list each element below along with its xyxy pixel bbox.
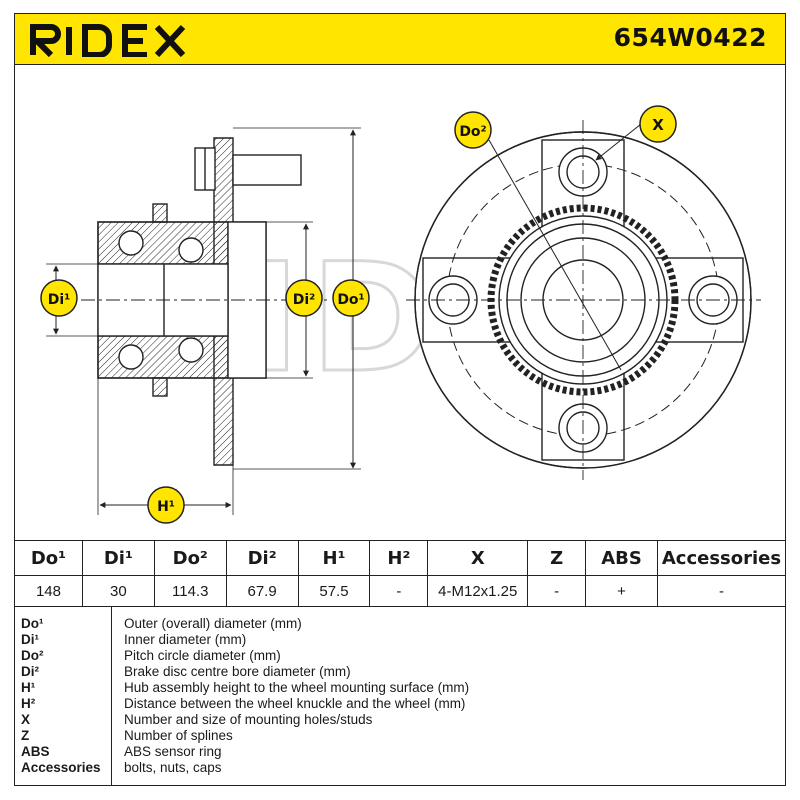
col-h2: H² [369, 540, 429, 576]
x-badge [639, 105, 677, 143]
legend-desc: Brake disc centre bore diameter (mm) [124, 664, 351, 679]
legend-box: Do¹ Outer (overall) diameter (mm) Di¹ Inne… [14, 606, 786, 786]
legend-desc: ABS sensor ring [124, 744, 222, 759]
val-h2: - [369, 575, 429, 607]
technical-drawing: RIDEX [14, 65, 786, 540]
legend-key: Do¹ [21, 616, 44, 631]
legend-row: ABS ABS sensor ring [15, 744, 785, 760]
di1-badge [40, 279, 78, 317]
val-z: - [527, 575, 587, 607]
legend-desc: Hub assembly height to the wheel mountin… [124, 680, 470, 695]
legend-key: ABS [21, 744, 50, 759]
legend-key: Z [21, 728, 30, 743]
val-x: 4-M12x1.25 [427, 575, 529, 607]
col-di2: Di² [225, 540, 299, 576]
x-label: X [652, 116, 664, 134]
col-x: X [427, 540, 529, 576]
legend-key: Di¹ [21, 632, 39, 647]
legend-key: Di² [21, 664, 39, 679]
legend-desc: Inner diameter (mm) [124, 632, 247, 647]
legend-row: H² Distance between the wheel knuckle and… [15, 696, 785, 712]
do1-label: Do¹ [337, 292, 364, 308]
legend-row: Accessories bolts, nuts, caps [15, 760, 785, 776]
di1-label: Di¹ [48, 292, 71, 308]
val-do1: 148 [14, 575, 83, 607]
col-z: Z [527, 540, 587, 576]
legend-desc: bolts, nuts, caps [124, 760, 222, 775]
val-do2: 114.3 [153, 575, 227, 607]
legend-key: Do² [21, 648, 44, 663]
col-do2: Do² [153, 540, 227, 576]
legend-row: Z Number of splines [15, 728, 785, 744]
legend-divider [111, 607, 112, 785]
val-di1: 30 [81, 575, 155, 607]
col-accessories: Accessories [656, 540, 787, 576]
h1-badge [147, 486, 185, 524]
legend-key: H² [21, 696, 36, 711]
legend-desc: Number of splines [124, 728, 233, 743]
legend-desc: Distance between the wheel knuckle and t… [124, 696, 466, 711]
legend-desc: Pitch circle diameter (mm) [124, 648, 281, 663]
do2-badge [454, 111, 492, 149]
val-abs: + [585, 575, 658, 607]
legend-row: X Number and size of mounting holes/studs [15, 712, 785, 728]
header-bar: 654W0422 [14, 13, 786, 65]
legend-key: X [21, 712, 31, 727]
col-di1: Di¹ [81, 540, 155, 576]
legend-row: H¹ Hub assembly height to the wheel mount… [15, 680, 785, 696]
val-accessories: - [656, 575, 787, 607]
spec-table: Do¹ Di¹ Do² Di² H¹ H² X Z ABS Accessorie… [14, 540, 787, 607]
drawing-canvas: RIDEX [40, 105, 761, 524]
spec-header-row: Do¹ Di¹ Do² Di² H¹ H² X Z ABS Accessorie… [14, 540, 787, 576]
do1-badge [332, 279, 370, 317]
part-number: 654W0422 [613, 23, 767, 52]
di2-badge [285, 279, 323, 317]
legend-key: Accessories [21, 760, 101, 775]
legend-row: Di¹ Inner diameter (mm) [15, 632, 785, 648]
col-do1: Do¹ [14, 540, 83, 576]
legend-key: H¹ [21, 680, 36, 695]
val-h1: 57.5 [297, 575, 371, 607]
legend-row: Di² Brake disc centre bore diameter (mm) [15, 664, 785, 680]
di2-label: Di² [293, 292, 316, 308]
spec-value-row: 148 30 114.3 67.9 57.5 - 4-M12x1.25 - + … [14, 575, 787, 607]
val-di2: 67.9 [225, 575, 299, 607]
ridex-logo [29, 24, 186, 57]
col-abs: ABS [585, 540, 658, 576]
legend-row: Do² Pitch circle diameter (mm) [15, 648, 785, 664]
legend-desc: Number and size of mounting holes/studs [124, 712, 373, 727]
col-h1: H¹ [297, 540, 371, 576]
legend-row: Do¹ Outer (overall) diameter (mm) [15, 616, 785, 632]
h1-label: H¹ [157, 499, 175, 515]
legend-desc: Outer (overall) diameter (mm) [124, 616, 302, 631]
do2-label: Do² [459, 124, 486, 140]
